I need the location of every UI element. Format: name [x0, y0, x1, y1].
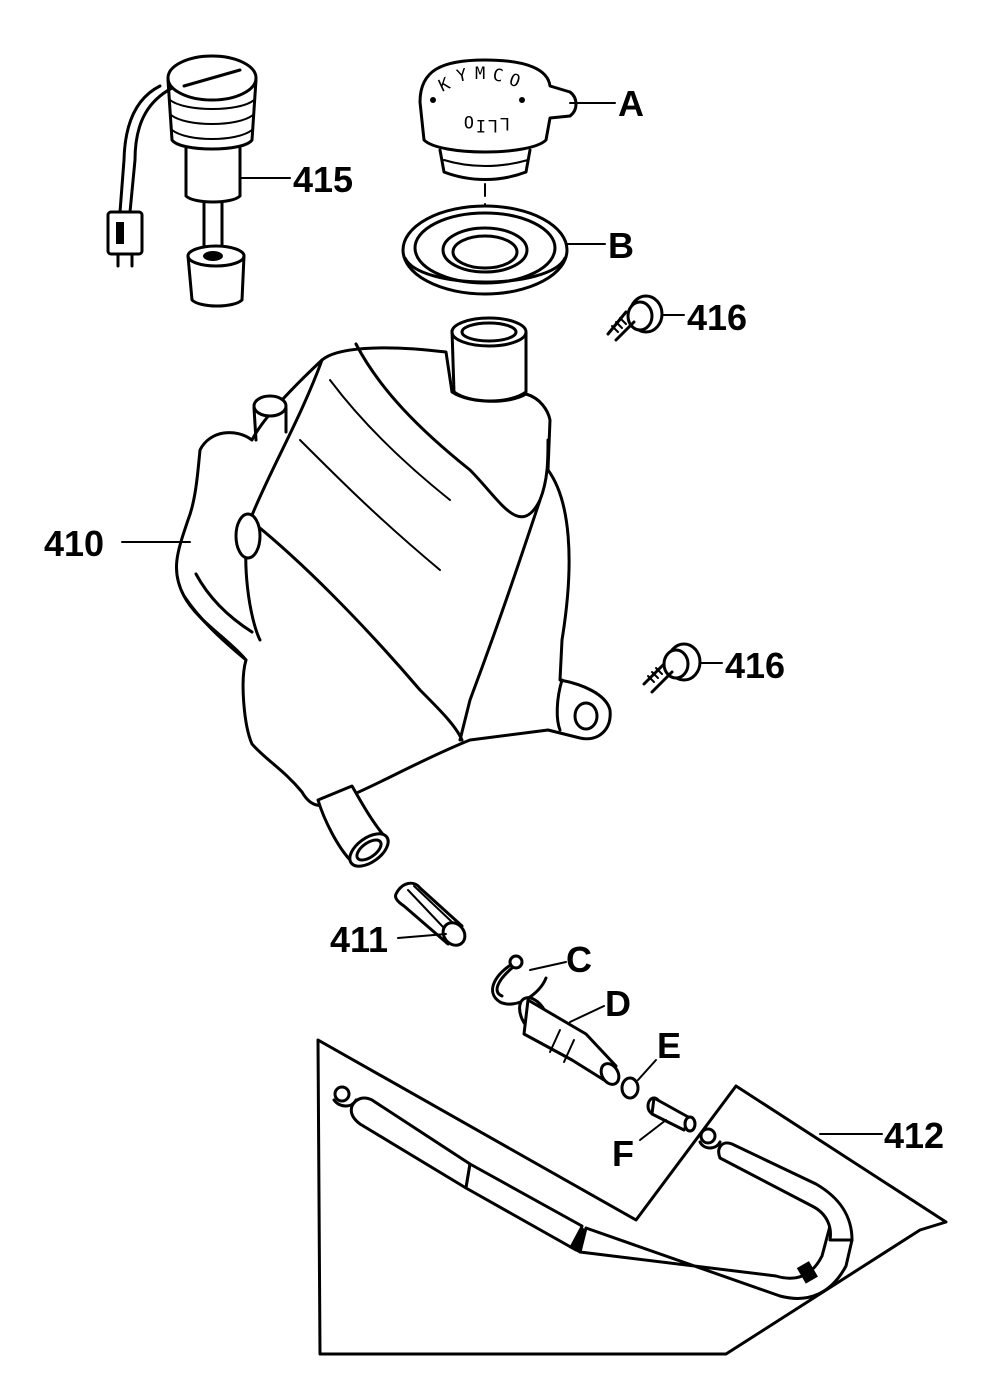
leader-F: [639, 1119, 667, 1141]
callout-E: E: [657, 1025, 681, 1066]
callout-F: F: [612, 1133, 634, 1174]
leader-D: [569, 1005, 605, 1023]
filter-pipe-411: [394, 881, 467, 947]
callout-412: 412: [884, 1115, 944, 1156]
cap-letter-l2: L: [500, 113, 510, 133]
joint-F: [646, 1096, 697, 1133]
callout-415: 415: [293, 159, 353, 200]
bolt-416-top: [606, 294, 664, 342]
cap-letter-o-bottom: O: [464, 111, 474, 131]
callout-411: 411: [330, 919, 388, 960]
hose-assembly-412: [316, 1038, 948, 1356]
leader-E: [637, 1059, 657, 1081]
o-ring-E: [620, 1076, 640, 1100]
gasket-B: [401, 204, 569, 296]
callout-410: 410: [44, 523, 104, 564]
oil-level-sensor-415: [106, 54, 258, 308]
callout-B: B: [608, 225, 634, 266]
oil-cap-A: K Y M C O O I L L: [418, 58, 578, 181]
cap-letter-l1: L: [488, 115, 498, 135]
clamp-C: [491, 954, 548, 1006]
callout-A: A: [618, 83, 644, 124]
oil-tank-410: [174, 316, 612, 868]
callout-C: C: [566, 939, 592, 980]
cap-letter-y: Y: [455, 65, 469, 87]
callout-D: D: [605, 983, 631, 1024]
cap-letter-i: I: [476, 115, 486, 135]
cap-letter-m: M: [475, 64, 485, 84]
cap-letter-c: C: [491, 65, 505, 86]
bolt-416-mid: [642, 642, 702, 694]
hose-adapter-D: [518, 996, 621, 1086]
leader-C: [529, 961, 567, 971]
callout-416-mid: 416: [725, 645, 785, 686]
callout-416-top: 416: [687, 297, 747, 338]
leader-411: [397, 933, 447, 939]
